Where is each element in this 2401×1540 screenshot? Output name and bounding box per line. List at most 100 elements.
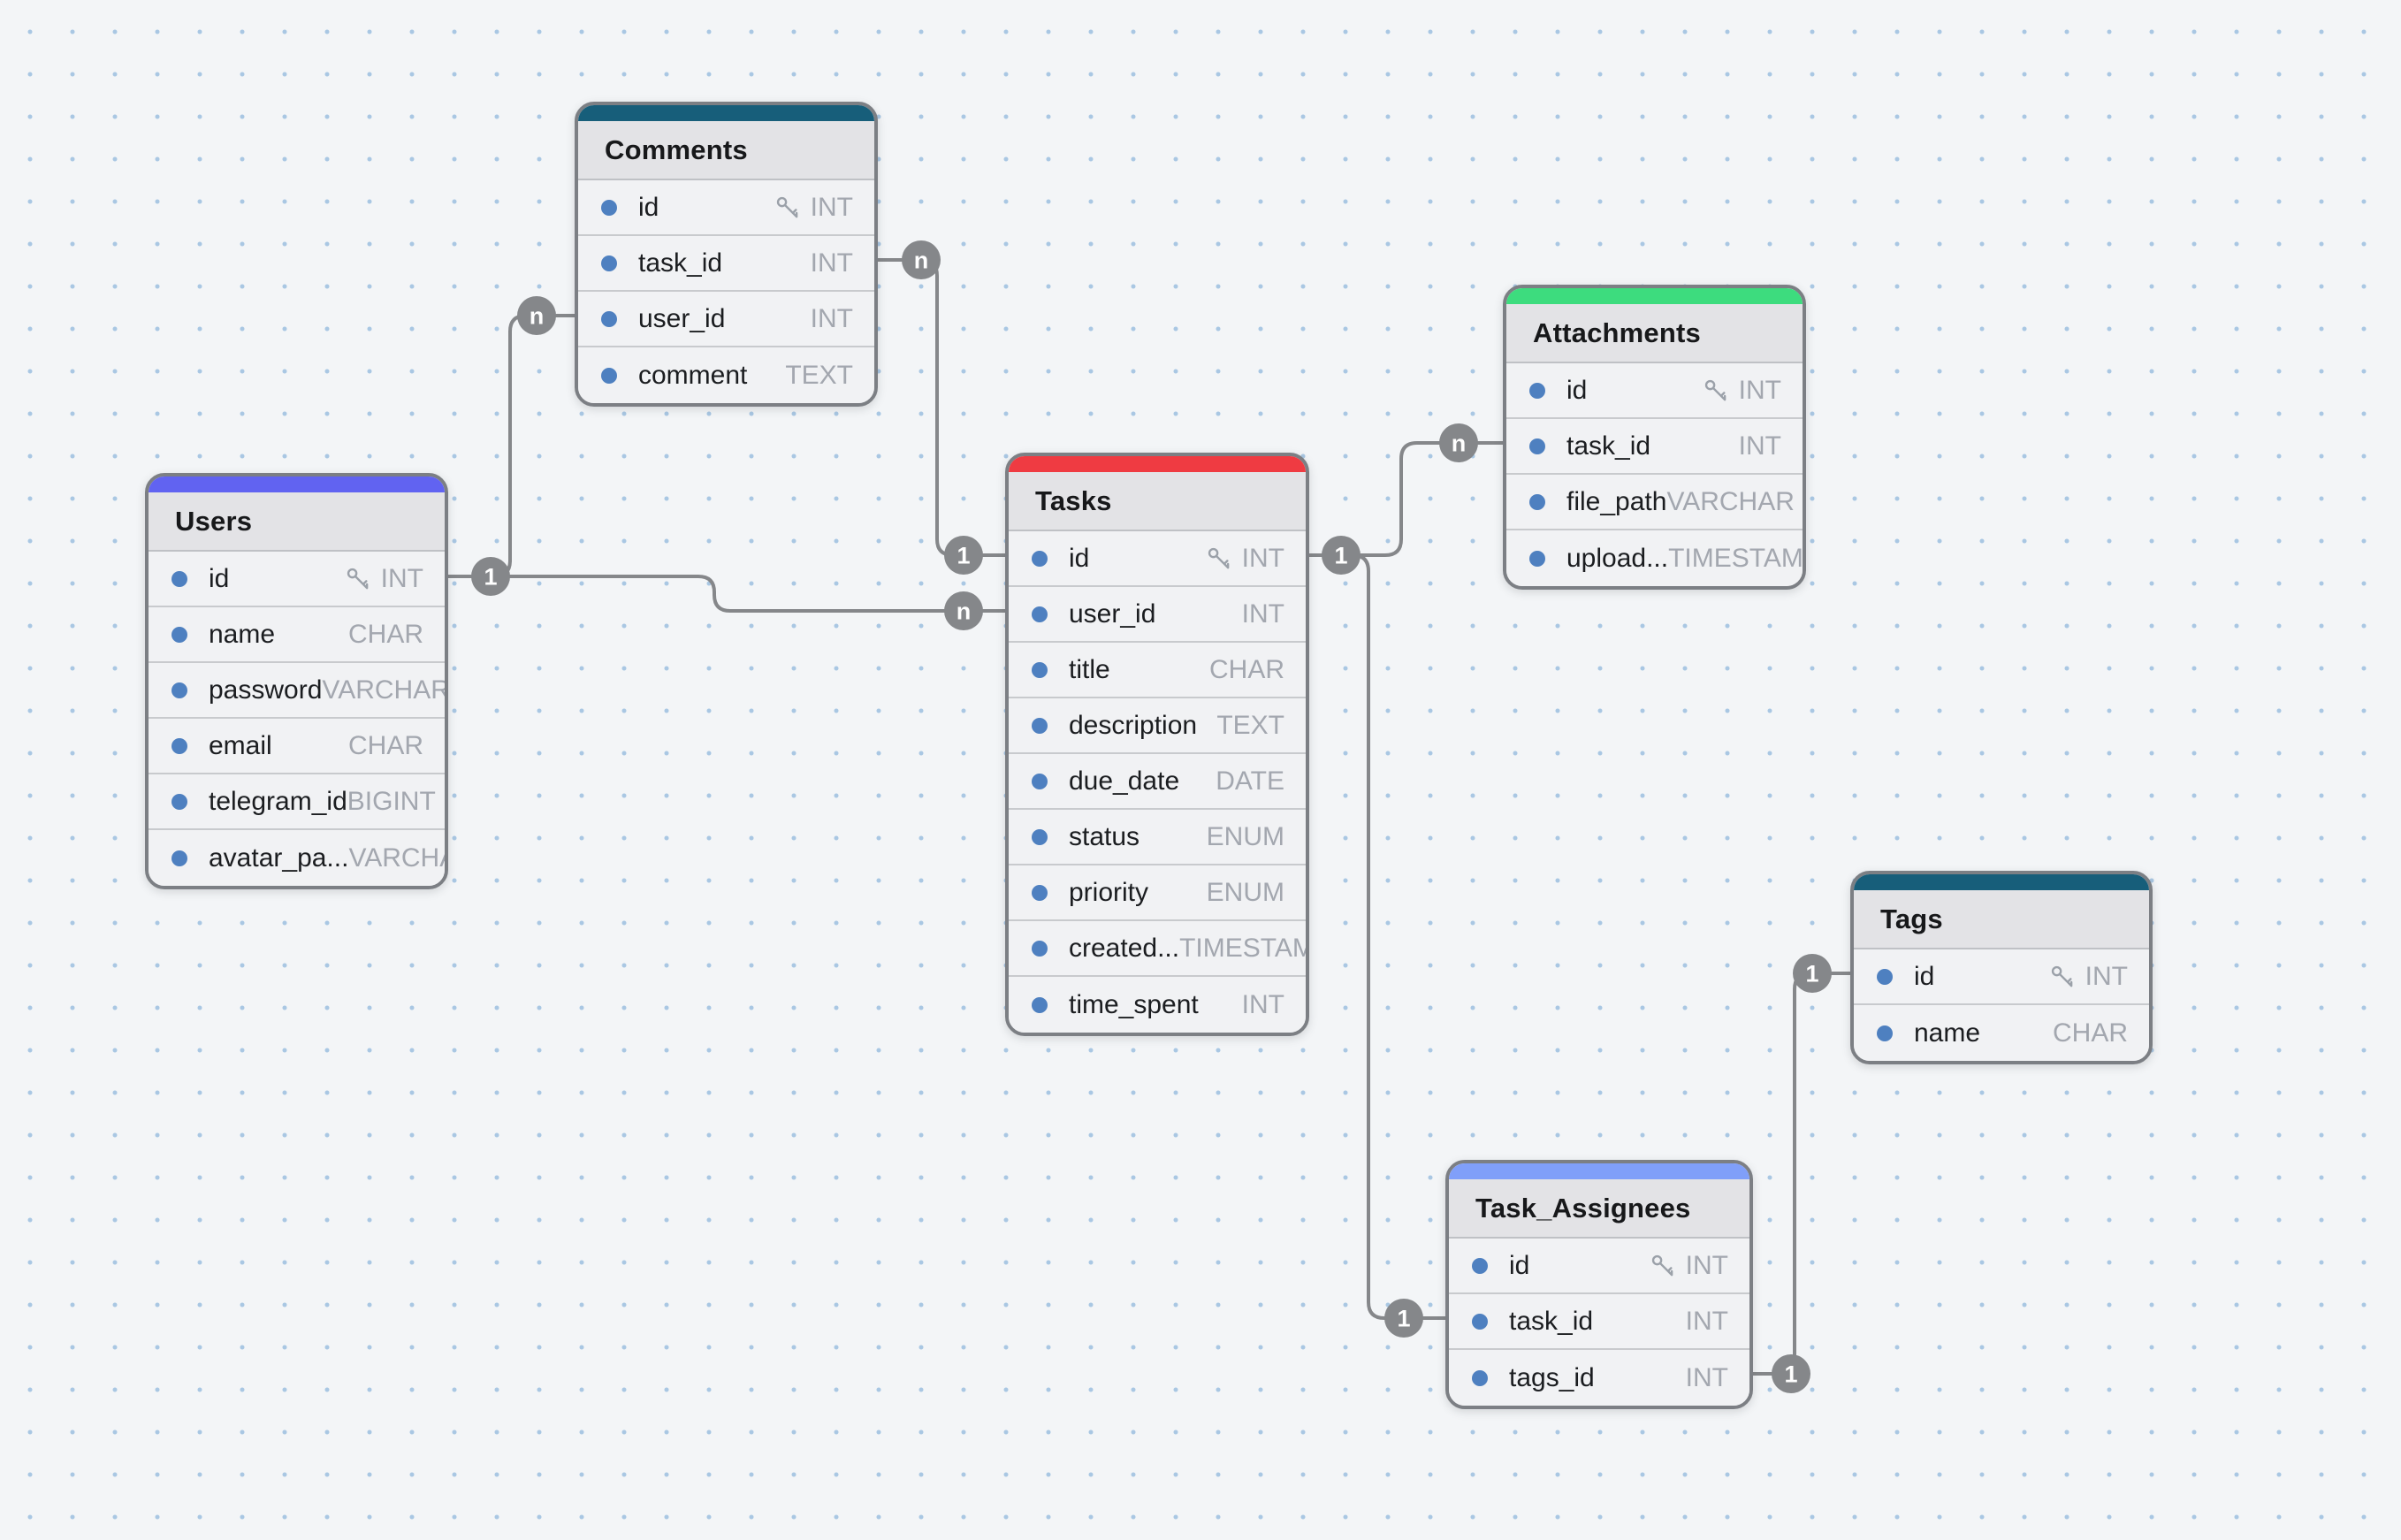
field-type: INT	[1738, 431, 1781, 461]
field-type: VARCHAR	[322, 675, 448, 705]
field-type: INT	[1738, 375, 1781, 405]
relationship-line-tasks_id-task_assignees_task_id[interactable]	[1309, 553, 1445, 1320]
field-type: TIMESTAMP	[1668, 543, 1806, 573]
column-dot-icon	[1529, 493, 1545, 510]
field-type: INT	[1685, 1306, 1728, 1336]
relationship-line-tasks_id-attachments_task_id[interactable]	[1309, 441, 1503, 557]
relationship-line-users_id-tasks_user_id[interactable]	[448, 575, 1005, 613]
field-name: user_id	[1069, 598, 1156, 629]
column-dot-icon	[1032, 996, 1048, 1013]
column-dot-icon	[1529, 550, 1545, 567]
field-type: CHAR	[347, 730, 423, 760]
column-dot-icon	[1032, 661, 1048, 678]
field-row[interactable]: time_spent INT	[1009, 977, 1306, 1033]
table-header: Tasks	[1009, 472, 1306, 531]
relationship-line-tasks_id-comments_task_id[interactable]	[878, 258, 1005, 557]
table-title: Tags	[1880, 903, 1943, 934]
table-accent-bar	[1854, 874, 2149, 890]
table-title: Tasks	[1035, 484, 1112, 516]
column-dot-icon	[1472, 1313, 1488, 1330]
field-row[interactable]: upload...TIMESTAMP	[1506, 530, 1803, 586]
field-type: DATE	[1216, 766, 1284, 796]
field-name: title	[1069, 654, 1110, 684]
field-name: email	[209, 730, 272, 760]
column-dot-icon	[1032, 550, 1048, 567]
cardinality-badge: n	[517, 296, 556, 335]
field-name: task_id	[1509, 1306, 1594, 1336]
field-name: created...	[1069, 933, 1180, 963]
column-dot-icon	[1032, 828, 1048, 845]
column-dot-icon	[1529, 438, 1545, 454]
column-dot-icon	[601, 367, 617, 384]
column-dot-icon	[1032, 773, 1048, 789]
svg-text:1: 1	[1397, 1306, 1410, 1332]
field-name: file_path	[1566, 486, 1667, 516]
svg-text:n: n	[957, 598, 972, 625]
column-dot-icon	[172, 737, 187, 754]
field-row[interactable]: avatar_pa...VARCHAR	[149, 830, 445, 886]
field-row[interactable]: task_id INT	[1449, 1294, 1749, 1350]
field-type: INT	[2085, 961, 2128, 991]
field-type: ENUM	[1206, 877, 1284, 907]
field-name: tags_id	[1509, 1362, 1595, 1392]
column-dot-icon	[1877, 968, 1893, 985]
column-dot-icon	[172, 850, 187, 866]
svg-text:n: n	[914, 248, 929, 274]
cardinality-badge: 1	[1322, 536, 1361, 575]
cardinality-badge: 1	[944, 536, 983, 575]
cardinality-badge: 1	[471, 557, 510, 596]
primary-key-icon	[344, 565, 372, 593]
field-name: name	[209, 619, 276, 649]
field-type: INT	[1241, 598, 1284, 629]
field-type: VARCHAR	[348, 842, 445, 873]
cardinality-badge: n	[1439, 423, 1478, 462]
relationship-line-users_id-comments_user_id[interactable]	[448, 314, 575, 578]
field-row[interactable]: created...TIMESTAMP	[1009, 921, 1306, 977]
column-dot-icon	[1032, 606, 1048, 622]
primary-key-icon	[1702, 377, 1730, 405]
table-title: Task_Assignees	[1475, 1192, 1691, 1224]
relationship-line-tags_id-task_assignees_tags_id[interactable]	[1753, 972, 1850, 1376]
field-name: avatar_pa...	[209, 842, 349, 873]
cardinality-badge: 1	[1793, 954, 1832, 993]
field-row[interactable]: email CHAR	[149, 719, 445, 774]
field-name: upload...	[1566, 543, 1669, 573]
field-name: password	[209, 675, 323, 705]
field-name: description	[1069, 710, 1198, 740]
field-name: time_spent	[1069, 989, 1199, 1019]
table-header: Comments	[578, 121, 874, 180]
field-name: id	[1069, 543, 1090, 573]
field-row[interactable]: user_id INT	[1009, 587, 1306, 643]
field-type: INT	[810, 303, 853, 333]
field-type: INT	[1241, 989, 1284, 1019]
